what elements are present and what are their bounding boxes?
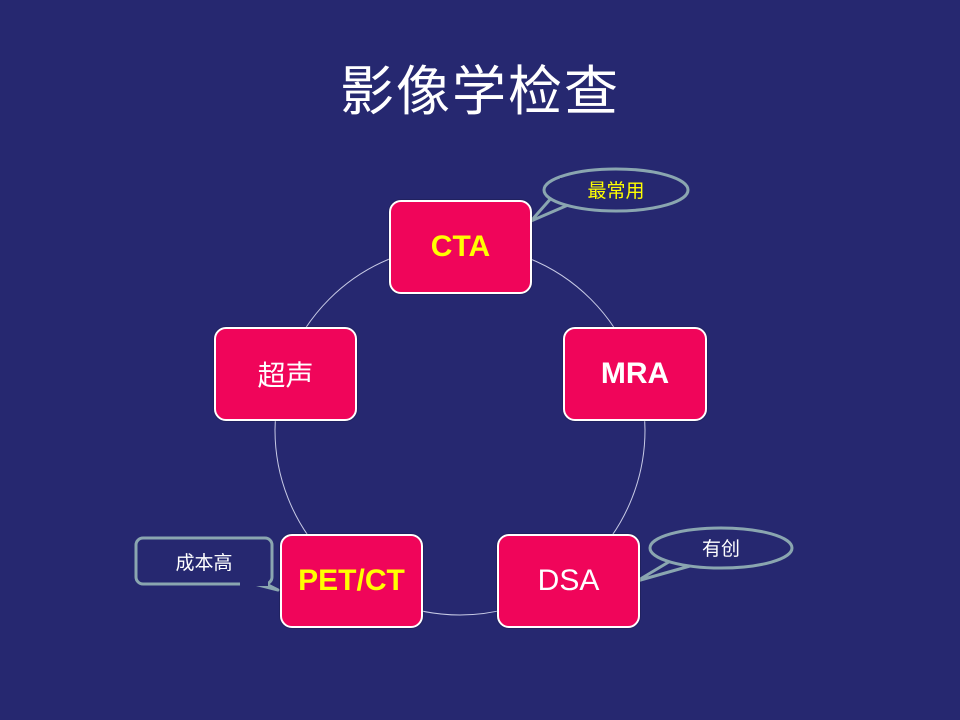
node-mra: MRA: [563, 327, 707, 421]
callout-dsa-text: 有创: [702, 538, 740, 560]
callout-cta: 最常用: [529, 167, 690, 223]
node-ultrasound: 超声: [214, 327, 357, 421]
callout-cta-text: 最常用: [587, 180, 644, 202]
node-dsa: DSA: [497, 534, 640, 628]
slide-title: 影像学检查: [340, 60, 620, 123]
node-cta: CTA: [389, 200, 532, 294]
callout-petct-text: 成本高: [175, 552, 232, 574]
callout-dsa: 有创: [635, 526, 794, 583]
callout-petct: 成本高: [134, 536, 280, 592]
node-petct: PET/CT: [280, 534, 423, 628]
